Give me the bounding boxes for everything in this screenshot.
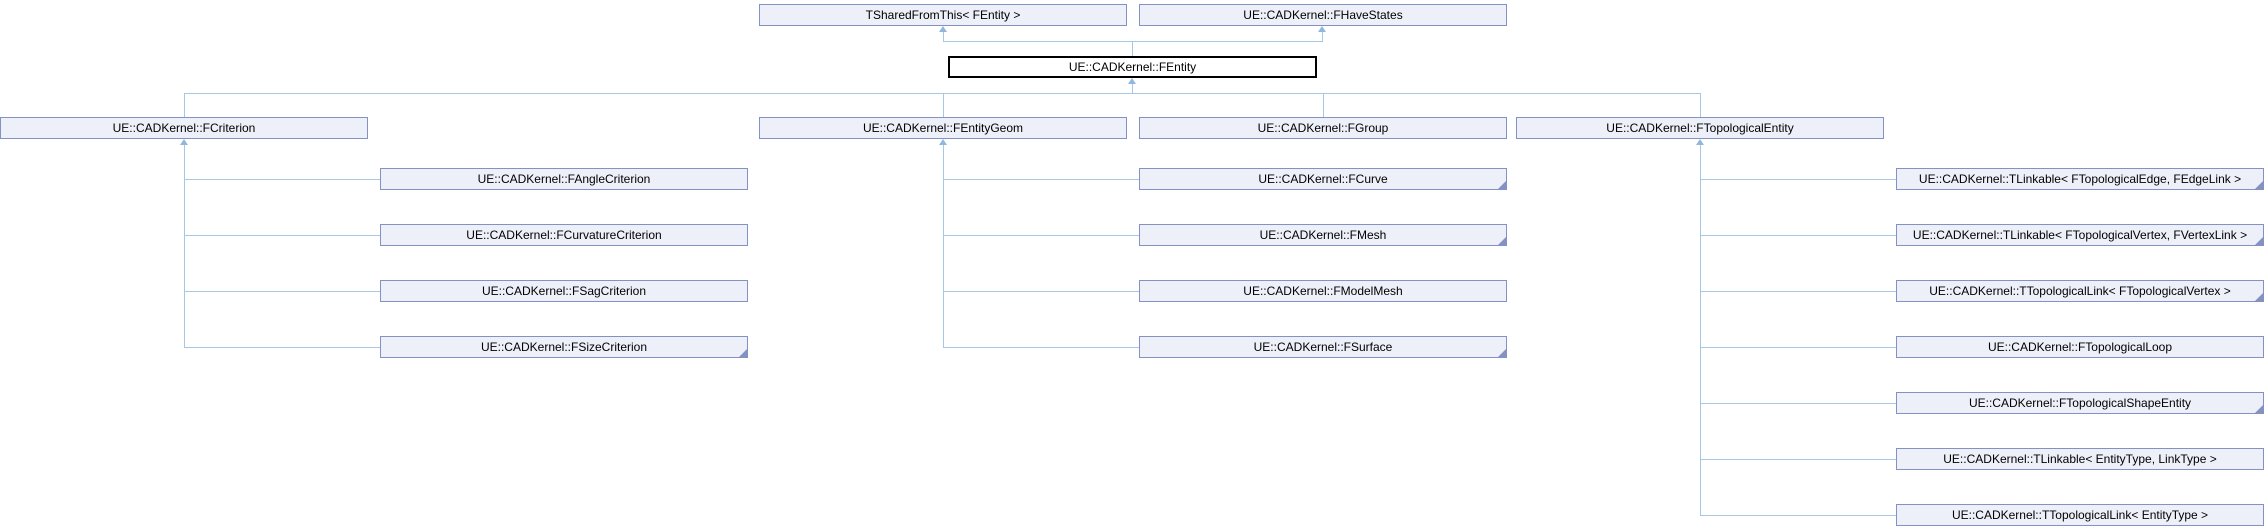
connector-line bbox=[184, 179, 380, 180]
node-label: UE::CADKernel::FSizeCriterion bbox=[480, 340, 648, 354]
node-fsizecriterion[interactable]: UE::CADKernel::FSizeCriterion bbox=[380, 336, 748, 358]
arrow-up-icon bbox=[1318, 26, 1326, 32]
node-label: UE::CADKernel::FHaveStates bbox=[1243, 8, 1403, 22]
connector-line bbox=[1700, 93, 1701, 117]
node-label: UE::CADKernel::FTopologicalEntity bbox=[1606, 121, 1794, 135]
connector-line bbox=[1700, 403, 1896, 404]
node-label: UE::CADKernel::TTopologicalLink< FTopolo… bbox=[1929, 284, 2231, 298]
truncated-corner-icon bbox=[2254, 180, 2264, 190]
node-fsurface[interactable]: UE::CADKernel::FSurface bbox=[1139, 336, 1507, 358]
arrow-up-icon bbox=[939, 139, 947, 145]
connector-line bbox=[184, 145, 185, 348]
connector-line bbox=[1700, 235, 1896, 236]
node-label: UE::CADKernel::FAngleCriterion bbox=[477, 172, 651, 186]
connector-line bbox=[943, 145, 944, 348]
node-label: UE::CADKernel::TLinkable< EntityType, Li… bbox=[1943, 452, 2217, 466]
connector-line bbox=[1132, 84, 1133, 93]
node-label: UE::CADKernel::FEntityGeom bbox=[862, 121, 1024, 135]
node-tsharedfromthis[interactable]: TSharedFromThis< FEntity > bbox=[759, 4, 1127, 26]
connector-line bbox=[1700, 291, 1896, 292]
node-label: UE::CADKernel::TLinkable< FTopologicalEd… bbox=[1918, 172, 2242, 186]
connector-line bbox=[1700, 145, 1701, 516]
arrow-up-icon bbox=[939, 26, 947, 32]
connector-line bbox=[943, 41, 1323, 42]
node-label: UE::CADKernel::FTopologicalLoop bbox=[1987, 340, 2173, 354]
connector-line bbox=[1700, 459, 1896, 460]
node-fentity-focus: UE::CADKernel::FEntity bbox=[948, 56, 1317, 78]
node-label: UE::CADKernel::FCurve bbox=[1258, 172, 1388, 186]
connector-line bbox=[943, 291, 1139, 292]
truncated-corner-icon bbox=[2254, 236, 2264, 246]
connector-line bbox=[943, 93, 944, 117]
node-tlinkable-edge[interactable]: UE::CADKernel::TLinkable< FTopologicalEd… bbox=[1896, 168, 2264, 190]
connector-line bbox=[1132, 41, 1133, 56]
arrow-up-icon bbox=[180, 139, 188, 145]
connector-line bbox=[1322, 32, 1323, 41]
node-label: TSharedFromThis< FEntity > bbox=[865, 8, 1021, 22]
node-label: UE::CADKernel::FSagCriterion bbox=[481, 284, 647, 298]
node-fhavestates[interactable]: UE::CADKernel::FHaveStates bbox=[1139, 4, 1507, 26]
truncated-corner-icon bbox=[1497, 348, 1507, 358]
connector-line bbox=[1700, 347, 1896, 348]
node-ttopologicallink-vertex[interactable]: UE::CADKernel::TTopologicalLink< FTopolo… bbox=[1896, 280, 2264, 302]
truncated-corner-icon bbox=[738, 348, 748, 358]
node-tlinkable-vertex[interactable]: UE::CADKernel::TLinkable< FTopologicalVe… bbox=[1896, 224, 2264, 246]
node-label: UE::CADKernel::FCurvatureCriterion bbox=[466, 228, 662, 242]
node-fentitygeom[interactable]: UE::CADKernel::FEntityGeom bbox=[759, 117, 1127, 139]
connector-line bbox=[184, 291, 380, 292]
connector-line bbox=[184, 93, 1701, 94]
node-ftopologicalentity[interactable]: UE::CADKernel::FTopologicalEntity bbox=[1516, 117, 1884, 139]
node-label: UE::CADKernel::FModelMesh bbox=[1243, 284, 1403, 298]
node-label: UE::CADKernel::FTopologicalShapeEntity bbox=[1968, 396, 2192, 410]
node-fcurvaturecriterion[interactable]: UE::CADKernel::FCurvatureCriterion bbox=[380, 224, 748, 246]
arrow-up-icon bbox=[1128, 78, 1136, 84]
connector-line bbox=[943, 347, 1139, 348]
node-fgroup[interactable]: UE::CADKernel::FGroup bbox=[1139, 117, 1507, 139]
arrow-up-icon bbox=[1696, 139, 1704, 145]
node-label: UE::CADKernel::FSurface bbox=[1253, 340, 1393, 354]
connector-line bbox=[184, 235, 380, 236]
connector-line bbox=[184, 93, 185, 117]
node-fmodelmesh[interactable]: UE::CADKernel::FModelMesh bbox=[1139, 280, 1507, 302]
connector-line bbox=[1700, 515, 1896, 516]
node-fanglecriterion[interactable]: UE::CADKernel::FAngleCriterion bbox=[380, 168, 748, 190]
node-fcurve[interactable]: UE::CADKernel::FCurve bbox=[1139, 168, 1507, 190]
connector-line bbox=[943, 235, 1139, 236]
node-label: UE::CADKernel::FCriterion bbox=[112, 121, 256, 135]
truncated-corner-icon bbox=[1497, 180, 1507, 190]
connector-line bbox=[184, 347, 380, 348]
truncated-corner-icon bbox=[2254, 292, 2264, 302]
node-label: UE::CADKernel::FGroup bbox=[1257, 121, 1389, 135]
connector-line bbox=[943, 179, 1139, 180]
node-label: UE::CADKernel::FEntity bbox=[1068, 60, 1197, 74]
connector-line bbox=[1323, 93, 1324, 117]
truncated-corner-icon bbox=[1497, 236, 1507, 246]
node-label: UE::CADKernel::TLinkable< FTopologicalVe… bbox=[1912, 228, 2248, 242]
connector-line bbox=[943, 32, 944, 41]
node-ftopologicalloop[interactable]: UE::CADKernel::FTopologicalLoop bbox=[1896, 336, 2264, 358]
node-fmesh[interactable]: UE::CADKernel::FMesh bbox=[1139, 224, 1507, 246]
node-fcriterion[interactable]: UE::CADKernel::FCriterion bbox=[0, 117, 368, 139]
node-ftopologicalshapeentity[interactable]: UE::CADKernel::FTopologicalShapeEntity bbox=[1896, 392, 2264, 414]
node-label: UE::CADKernel::FMesh bbox=[1259, 228, 1387, 242]
node-ttopologicallink-generic[interactable]: UE::CADKernel::TTopologicalLink< EntityT… bbox=[1896, 504, 2264, 526]
truncated-corner-icon bbox=[2254, 404, 2264, 414]
node-tlinkable-generic[interactable]: UE::CADKernel::TLinkable< EntityType, Li… bbox=[1896, 448, 2264, 470]
connector-line bbox=[1700, 179, 1896, 180]
node-label: UE::CADKernel::TTopologicalLink< EntityT… bbox=[1951, 508, 2209, 522]
node-fsagcriterion[interactable]: UE::CADKernel::FSagCriterion bbox=[380, 280, 748, 302]
